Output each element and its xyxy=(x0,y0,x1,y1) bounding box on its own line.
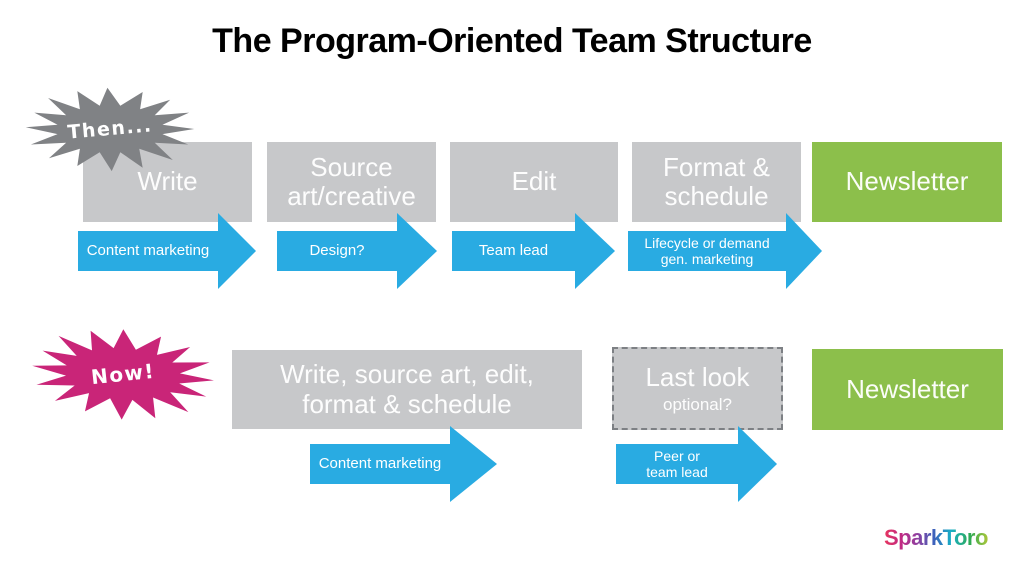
box-combined-tasks: Write, source art, edit, format & schedu… xyxy=(232,350,582,429)
box-source-art: Source art/creative xyxy=(267,142,436,222)
box-write-label: Write xyxy=(137,166,198,197)
arrow-now-peer-review-label: Peer or team lead xyxy=(646,447,708,480)
box-source-art-label: Source art/creative xyxy=(287,151,416,211)
arrow-right-icon xyxy=(786,213,822,289)
arrow-right-icon xyxy=(450,426,497,502)
box-edit-label: Edit xyxy=(511,166,557,197)
arrow-then-team-lead: Team lead xyxy=(452,213,615,289)
arrow-right-icon xyxy=(738,426,777,502)
arrow-then-design-label: Design? xyxy=(309,242,365,260)
arrow-now-peer-review: Peer or team lead xyxy=(616,426,777,502)
arrow-right-icon xyxy=(397,213,437,289)
arrow-body: Design? xyxy=(277,231,397,271)
arrow-then-design: Design? xyxy=(277,213,437,289)
box-format-schedule: Format & schedule xyxy=(632,142,801,222)
then-badge: Then... xyxy=(14,86,206,172)
box-format-schedule-label: Format & schedule xyxy=(663,151,770,211)
arrow-then-content-marketing-label: Content marketing xyxy=(86,242,210,260)
arrow-body: Content marketing xyxy=(310,444,450,484)
box-newsletter-then-label: Newsletter xyxy=(845,166,969,197)
arrow-then-lifecycle-label: Lifecycle or demand gen. marketing xyxy=(644,234,770,267)
starburst-icon xyxy=(32,329,214,420)
arrow-right-icon xyxy=(218,213,256,289)
arrow-then-content-marketing: Content marketing xyxy=(78,213,256,289)
arrow-body: Lifecycle or demand gen. marketing xyxy=(628,231,786,271)
box-newsletter-now: Newsletter xyxy=(812,349,1003,430)
box-last-look-label: Last look xyxy=(645,362,750,393)
box-last-look-sublabel: optional? xyxy=(662,394,732,414)
arrow-then-team-lead-label: Team lead xyxy=(478,242,549,260)
arrow-right-icon xyxy=(575,213,615,289)
arrow-then-lifecycle: Lifecycle or demand gen. marketing xyxy=(628,213,822,289)
arrow-body: Content marketing xyxy=(78,231,218,271)
box-combined-tasks-label: Write, source art, edit, format & schedu… xyxy=(280,359,534,419)
arrow-body: Peer or team lead xyxy=(616,444,738,484)
now-badge: Now! xyxy=(30,326,216,422)
box-newsletter-then: Newsletter xyxy=(812,142,1002,222)
starburst-icon xyxy=(25,87,195,172)
sparktoro-logo: SparkToro xyxy=(884,525,1004,551)
arrow-body: Team lead xyxy=(452,231,575,271)
box-last-look-content: Last look optional? xyxy=(637,362,757,414)
arrow-now-content-marketing: Content marketing xyxy=(310,426,497,502)
arrow-now-content-marketing-label: Content marketing xyxy=(318,455,442,473)
box-edit: Edit xyxy=(450,142,618,222)
box-newsletter-now-label: Newsletter xyxy=(846,373,969,404)
page-title: The Program-Oriented Team Structure xyxy=(212,22,812,60)
box-last-look: Last look optional? xyxy=(612,347,783,430)
